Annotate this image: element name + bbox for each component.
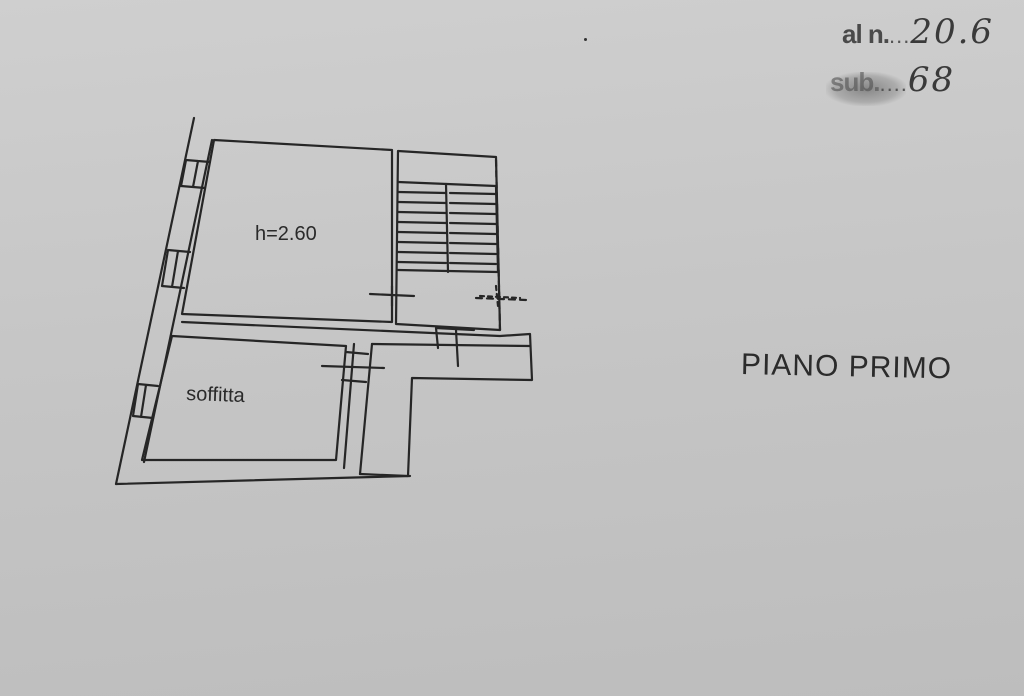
corridor-door [434,326,476,368]
window-left-middle [160,248,192,290]
stair-dashed-bottom [474,296,528,302]
stair-divider [444,182,450,274]
attic-outline [140,334,348,462]
attic-wall-right [342,342,356,470]
outer-wall-bottom [114,474,412,486]
stair-treads-right [448,191,498,266]
attic-label: soffitta [186,383,246,407]
room-main-outline [180,138,394,324]
door-mark-left [368,284,416,308]
note-value: 68 [907,60,956,100]
room-height-label: h=2.60 [255,223,317,245]
paper-speck [584,38,587,41]
note-prefix: al n. [842,19,890,49]
outer-wall-left [114,116,196,486]
note-value: 20.6 [910,12,995,52]
door-mark-right [478,284,522,308]
corridor-inner [370,342,532,348]
note-dots: .... [879,71,908,96]
note-dots: ... [889,23,911,48]
cadastral-note-sheet: al n....20.6 [842,12,994,52]
stair-treads-left [396,190,448,265]
window-left-lower [131,382,160,420]
corridor-wall-left [358,342,374,476]
stair-dashed-edge [494,158,502,332]
window-left-upper [179,158,212,190]
note-prefix: sub. [830,67,880,97]
cadastral-note-subunit: sub.....68 [830,60,955,100]
attic-door [320,350,386,384]
floor-title: PIANO PRIMO [740,348,953,386]
